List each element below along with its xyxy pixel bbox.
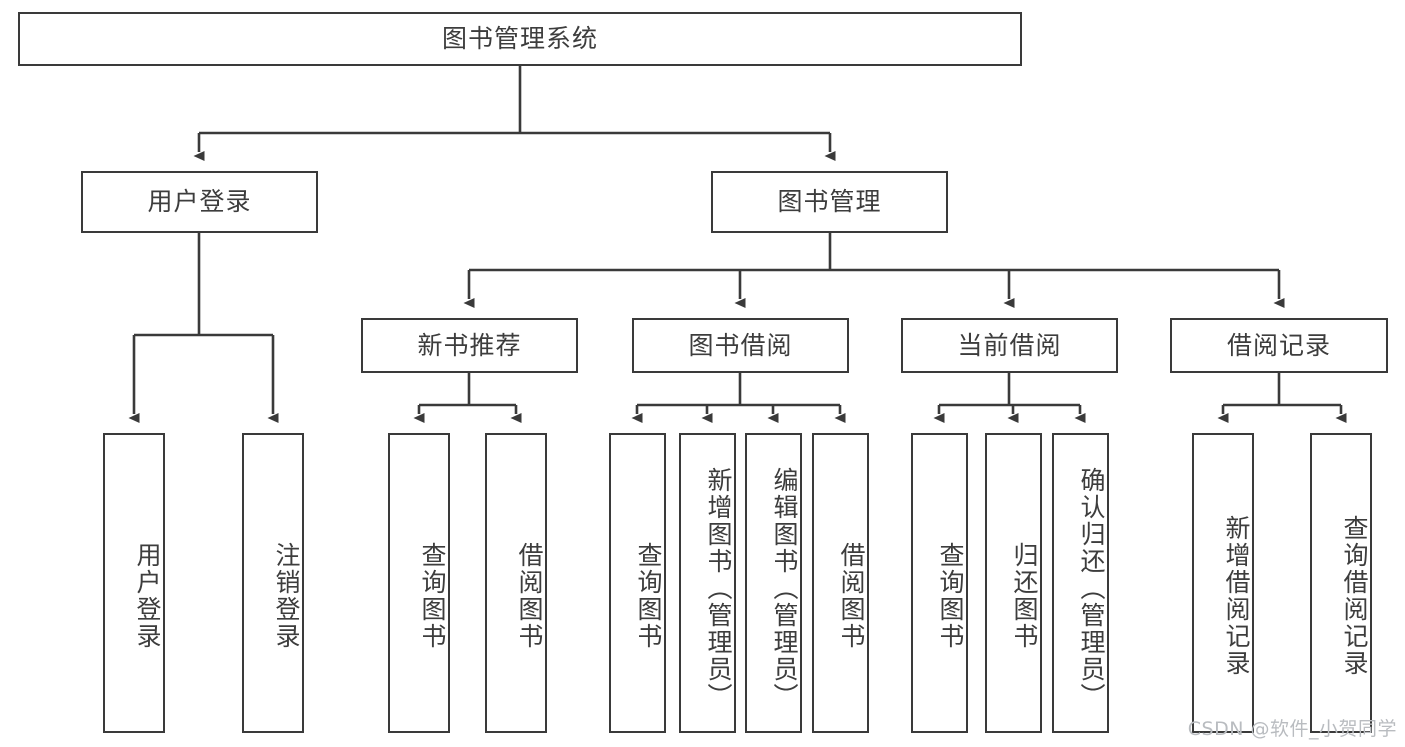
node-leaf-user-login[interactable]: 用户登录 bbox=[103, 433, 165, 733]
node-leaf-borrow-book-label: 借阅图书 bbox=[837, 542, 866, 650]
node-leaf-edit-book-admin-label: 编辑图书（管理员） bbox=[770, 466, 799, 710]
node-leaf-query-book-rec[interactable]: 查询图书 bbox=[388, 433, 450, 733]
node-user-login[interactable]: 用户登录 bbox=[81, 171, 318, 233]
node-current-borrow-label: 当前借阅 bbox=[957, 330, 1062, 360]
node-leaf-confirm-return-admin-label: 确认归还（管理员） bbox=[1077, 466, 1106, 710]
node-leaf-add-record-label: 新增借阅记录 bbox=[1222, 515, 1251, 677]
node-new-book-recommend[interactable]: 新书推荐 bbox=[361, 318, 578, 373]
node-leaf-borrow-book[interactable]: 借阅图书 bbox=[812, 433, 869, 733]
node-leaf-logout[interactable]: 注销登录 bbox=[242, 433, 304, 733]
node-borrow-record[interactable]: 借阅记录 bbox=[1170, 318, 1388, 373]
node-user-login-label: 用户登录 bbox=[147, 187, 252, 217]
node-leaf-logout-label: 注销登录 bbox=[272, 542, 301, 650]
watermark: CSDN @软件_小贺同学 bbox=[1187, 718, 1397, 740]
node-root[interactable]: 图书管理系统 bbox=[18, 12, 1022, 66]
node-leaf-query-book-cur-label: 查询图书 bbox=[936, 542, 965, 650]
node-book-manage[interactable]: 图书管理 bbox=[711, 171, 948, 233]
node-leaf-query-record-label: 查询借阅记录 bbox=[1340, 515, 1369, 677]
node-leaf-add-book-admin[interactable]: 新增图书（管理员） bbox=[679, 433, 736, 733]
node-leaf-borrow-book-rec[interactable]: 借阅图书 bbox=[485, 433, 547, 733]
node-leaf-add-record[interactable]: 新增借阅记录 bbox=[1192, 433, 1254, 733]
node-leaf-confirm-return-admin[interactable]: 确认归还（管理员） bbox=[1052, 433, 1109, 733]
node-book-borrow-label: 图书借阅 bbox=[688, 330, 793, 360]
node-leaf-query-book-borrow[interactable]: 查询图书 bbox=[609, 433, 666, 733]
node-book-manage-label: 图书管理 bbox=[777, 187, 882, 217]
node-leaf-query-book-borrow-label: 查询图书 bbox=[634, 542, 663, 650]
node-leaf-add-book-admin-label: 新增图书（管理员） bbox=[704, 466, 733, 710]
node-leaf-return-book-label: 归还图书 bbox=[1010, 542, 1039, 650]
node-book-borrow[interactable]: 图书借阅 bbox=[632, 318, 849, 373]
node-leaf-query-book-rec-label: 查询图书 bbox=[418, 542, 447, 650]
node-new-book-recommend-label: 新书推荐 bbox=[417, 330, 522, 360]
node-leaf-query-book-cur[interactable]: 查询图书 bbox=[911, 433, 968, 733]
node-leaf-edit-book-admin[interactable]: 编辑图书（管理员） bbox=[745, 433, 802, 733]
node-root-label: 图书管理系统 bbox=[441, 24, 598, 54]
node-leaf-user-login-label: 用户登录 bbox=[133, 542, 162, 650]
node-leaf-query-record[interactable]: 查询借阅记录 bbox=[1310, 433, 1372, 733]
node-leaf-borrow-book-rec-label: 借阅图书 bbox=[515, 542, 544, 650]
node-leaf-return-book[interactable]: 归还图书 bbox=[985, 433, 1042, 733]
node-borrow-record-label: 借阅记录 bbox=[1226, 330, 1331, 360]
node-current-borrow[interactable]: 当前借阅 bbox=[901, 318, 1118, 373]
